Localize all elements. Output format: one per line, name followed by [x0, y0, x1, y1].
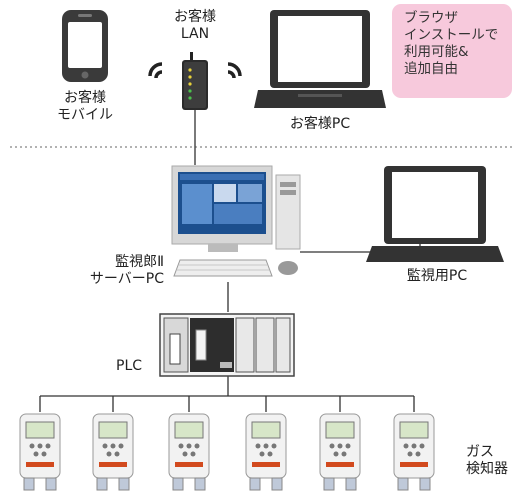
- callout-line-1: ブラウザ: [404, 10, 458, 26]
- plc-label: PLC: [116, 358, 143, 374]
- gas-detector-label: ガス 検知器: [466, 444, 516, 478]
- customer-lan-line2: LAN: [180, 26, 210, 42]
- router-icon: [148, 52, 242, 110]
- customer-mobile-line2: モバイル: [57, 107, 113, 123]
- gas-detector-icon: [393, 413, 435, 491]
- callout-line-3: 利用可能&: [404, 44, 469, 60]
- plc-icon: [159, 313, 295, 377]
- browser-callout: ブラウザ インストールで 利用可能& 追加自由: [392, 4, 512, 98]
- customer-lan-line1: お客様: [174, 9, 216, 25]
- smartphone-icon: [62, 10, 108, 82]
- server-pc-line2: サーバーPC: [89, 271, 164, 287]
- customer-mobile-label: お客様 モバイル: [50, 90, 120, 124]
- gas-detector-icon: [19, 413, 61, 491]
- customer-laptop-icon: [254, 10, 386, 108]
- gas-detector-icon: [92, 413, 134, 491]
- server-pc-icon: [171, 165, 301, 277]
- server-pc-label: 監視郎Ⅱ サーバーPC: [64, 254, 164, 288]
- customer-pc-label: お客様PC: [289, 116, 351, 132]
- gas-detector-icon: [168, 413, 210, 491]
- monitor-laptop-icon: [366, 166, 504, 262]
- monitor-pc-label: 監視用PC: [406, 268, 468, 284]
- customer-mobile-line1: お客様: [64, 90, 106, 106]
- gas-detector-icon: [245, 413, 287, 491]
- gas-detector-line2: 検知器: [466, 461, 508, 477]
- customer-lan-label: お客様 LAN: [165, 9, 225, 43]
- gas-detector-line1: ガス: [466, 444, 494, 460]
- server-pc-line1: 監視郎Ⅱ: [115, 254, 164, 270]
- callout-line-4: 追加自由: [404, 61, 458, 77]
- callout-line-2: インストールで: [404, 27, 499, 43]
- gas-detector-icon: [319, 413, 361, 491]
